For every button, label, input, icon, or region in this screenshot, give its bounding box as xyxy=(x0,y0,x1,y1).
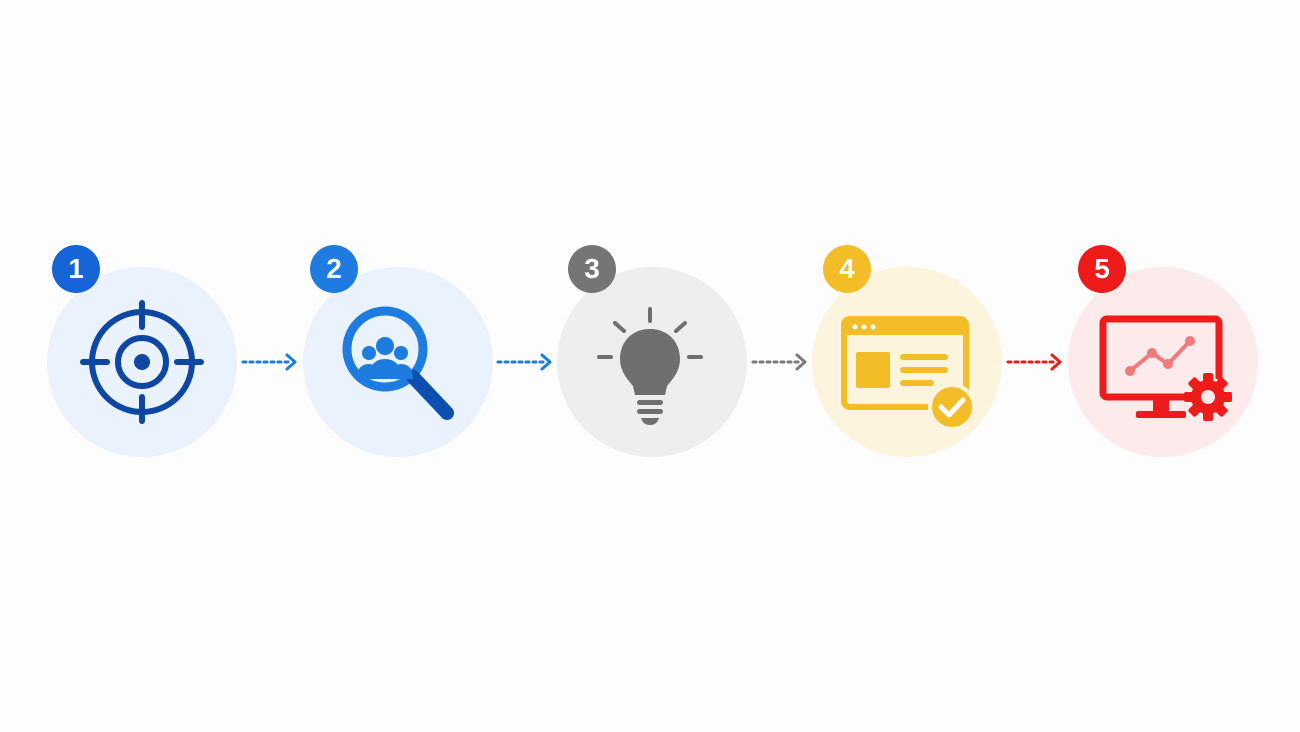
step-5 xyxy=(1068,267,1258,457)
step-4-number-badge: 4 xyxy=(823,245,871,293)
dotted-arrow-right-icon xyxy=(241,353,297,371)
dotted-arrow-right-icon xyxy=(1006,353,1062,371)
dotted-arrow-right-icon xyxy=(496,353,552,371)
step-5-number-badge: 5 xyxy=(1078,245,1126,293)
approved-webpage-icon xyxy=(841,316,976,431)
lightbulb-icon xyxy=(597,307,703,425)
step-1 xyxy=(47,267,237,457)
step-1-number-badge: 1 xyxy=(52,245,100,293)
step-3-circle xyxy=(557,267,747,457)
step-2 xyxy=(303,267,493,457)
monitor-analytics-settings-icon xyxy=(1099,315,1232,421)
step-2-circle xyxy=(303,267,493,457)
step-5-circle xyxy=(1068,267,1258,457)
step-2-number-badge: 2 xyxy=(310,245,358,293)
step-4-circle xyxy=(812,267,1002,457)
step-1-circle xyxy=(47,267,237,457)
audience-search-icon xyxy=(342,306,454,420)
step-3 xyxy=(557,267,747,457)
dotted-arrow-right-icon xyxy=(751,353,807,371)
step-3-number-badge: 3 xyxy=(568,245,616,293)
step-4 xyxy=(812,267,1002,457)
target-icon xyxy=(80,300,204,424)
